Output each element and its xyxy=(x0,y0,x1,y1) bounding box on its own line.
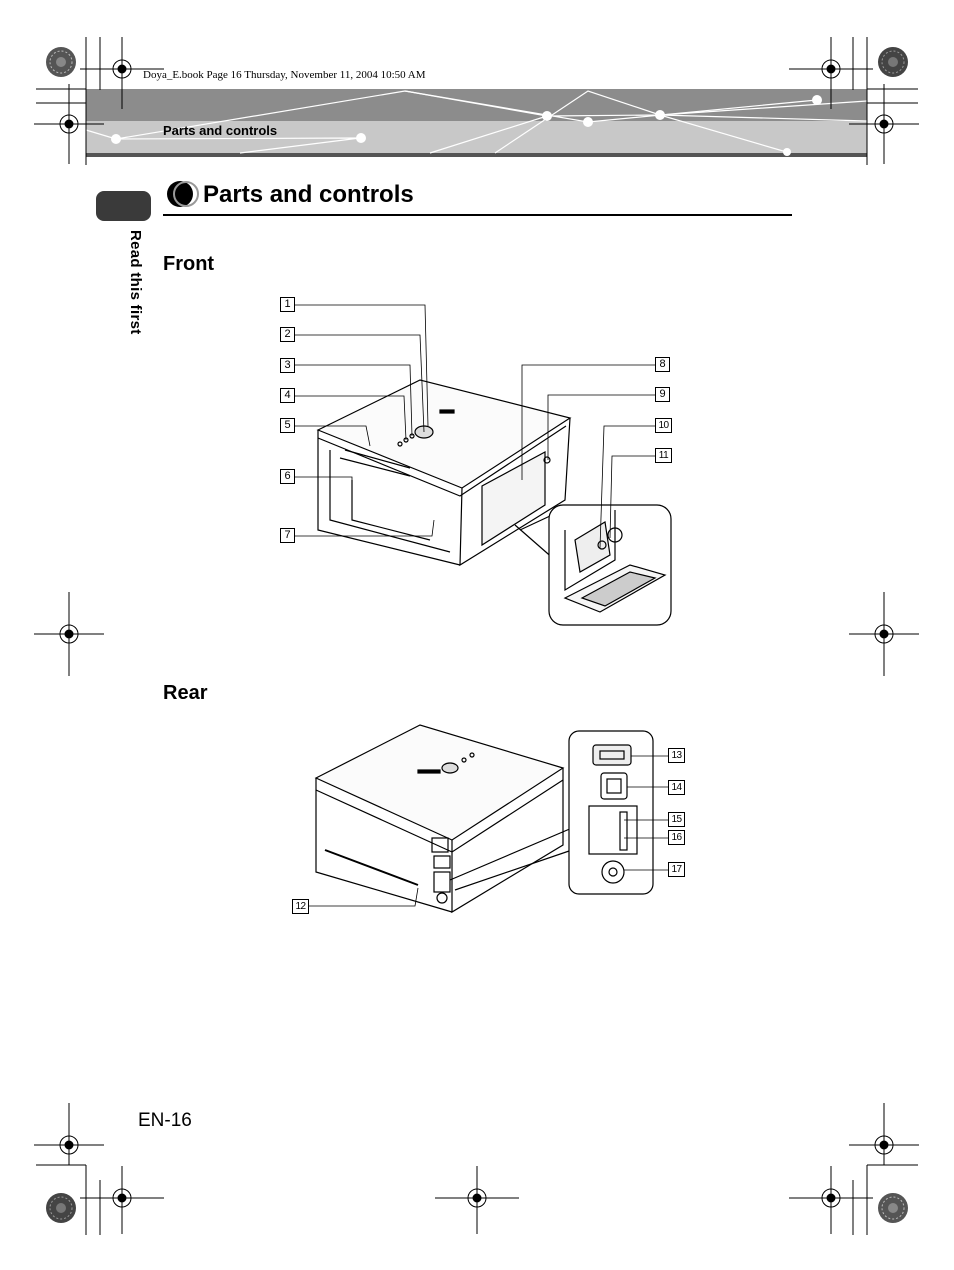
rear-heading: Rear xyxy=(163,682,208,704)
side-tab-label: Read this first xyxy=(127,230,144,335)
callout-5: 5 xyxy=(280,418,295,433)
callout-8: 8 xyxy=(655,357,670,372)
callout-2: 2 xyxy=(280,327,295,342)
front-printer-illustration xyxy=(316,379,672,626)
callout-7: 7 xyxy=(280,528,295,543)
crop-marks xyxy=(36,37,918,1235)
registration-marks xyxy=(34,37,919,1234)
page-title: Parts and controls xyxy=(203,181,414,208)
file-info-header: Doya_E.book Page 16 Thursday, November 1… xyxy=(143,69,426,81)
callout-9: 9 xyxy=(655,387,670,402)
callout-17: 17 xyxy=(668,862,685,877)
title-bullet-icon xyxy=(167,181,193,207)
callout-13: 13 xyxy=(668,748,685,763)
callout-3: 3 xyxy=(280,358,295,373)
corner-discs xyxy=(46,47,908,1223)
page-number: EN-16 xyxy=(138,1110,192,1131)
callout-15: 15 xyxy=(668,812,685,827)
callout-14: 14 xyxy=(668,780,685,795)
callout-1: 1 xyxy=(280,297,295,312)
front-leader-lines xyxy=(295,304,655,549)
callout-6: 6 xyxy=(280,469,295,484)
rear-printer-illustration xyxy=(314,724,654,914)
callout-4: 4 xyxy=(280,388,295,403)
callout-11: 11 xyxy=(655,448,672,463)
callout-12: 12 xyxy=(292,899,309,914)
rear-leader-lines xyxy=(309,755,668,907)
callout-16: 16 xyxy=(668,830,685,845)
running-title: Parts and controls xyxy=(163,123,278,138)
callout-10: 10 xyxy=(655,418,672,433)
side-tab xyxy=(96,191,151,221)
front-heading: Front xyxy=(163,253,215,275)
header-band xyxy=(85,89,868,157)
